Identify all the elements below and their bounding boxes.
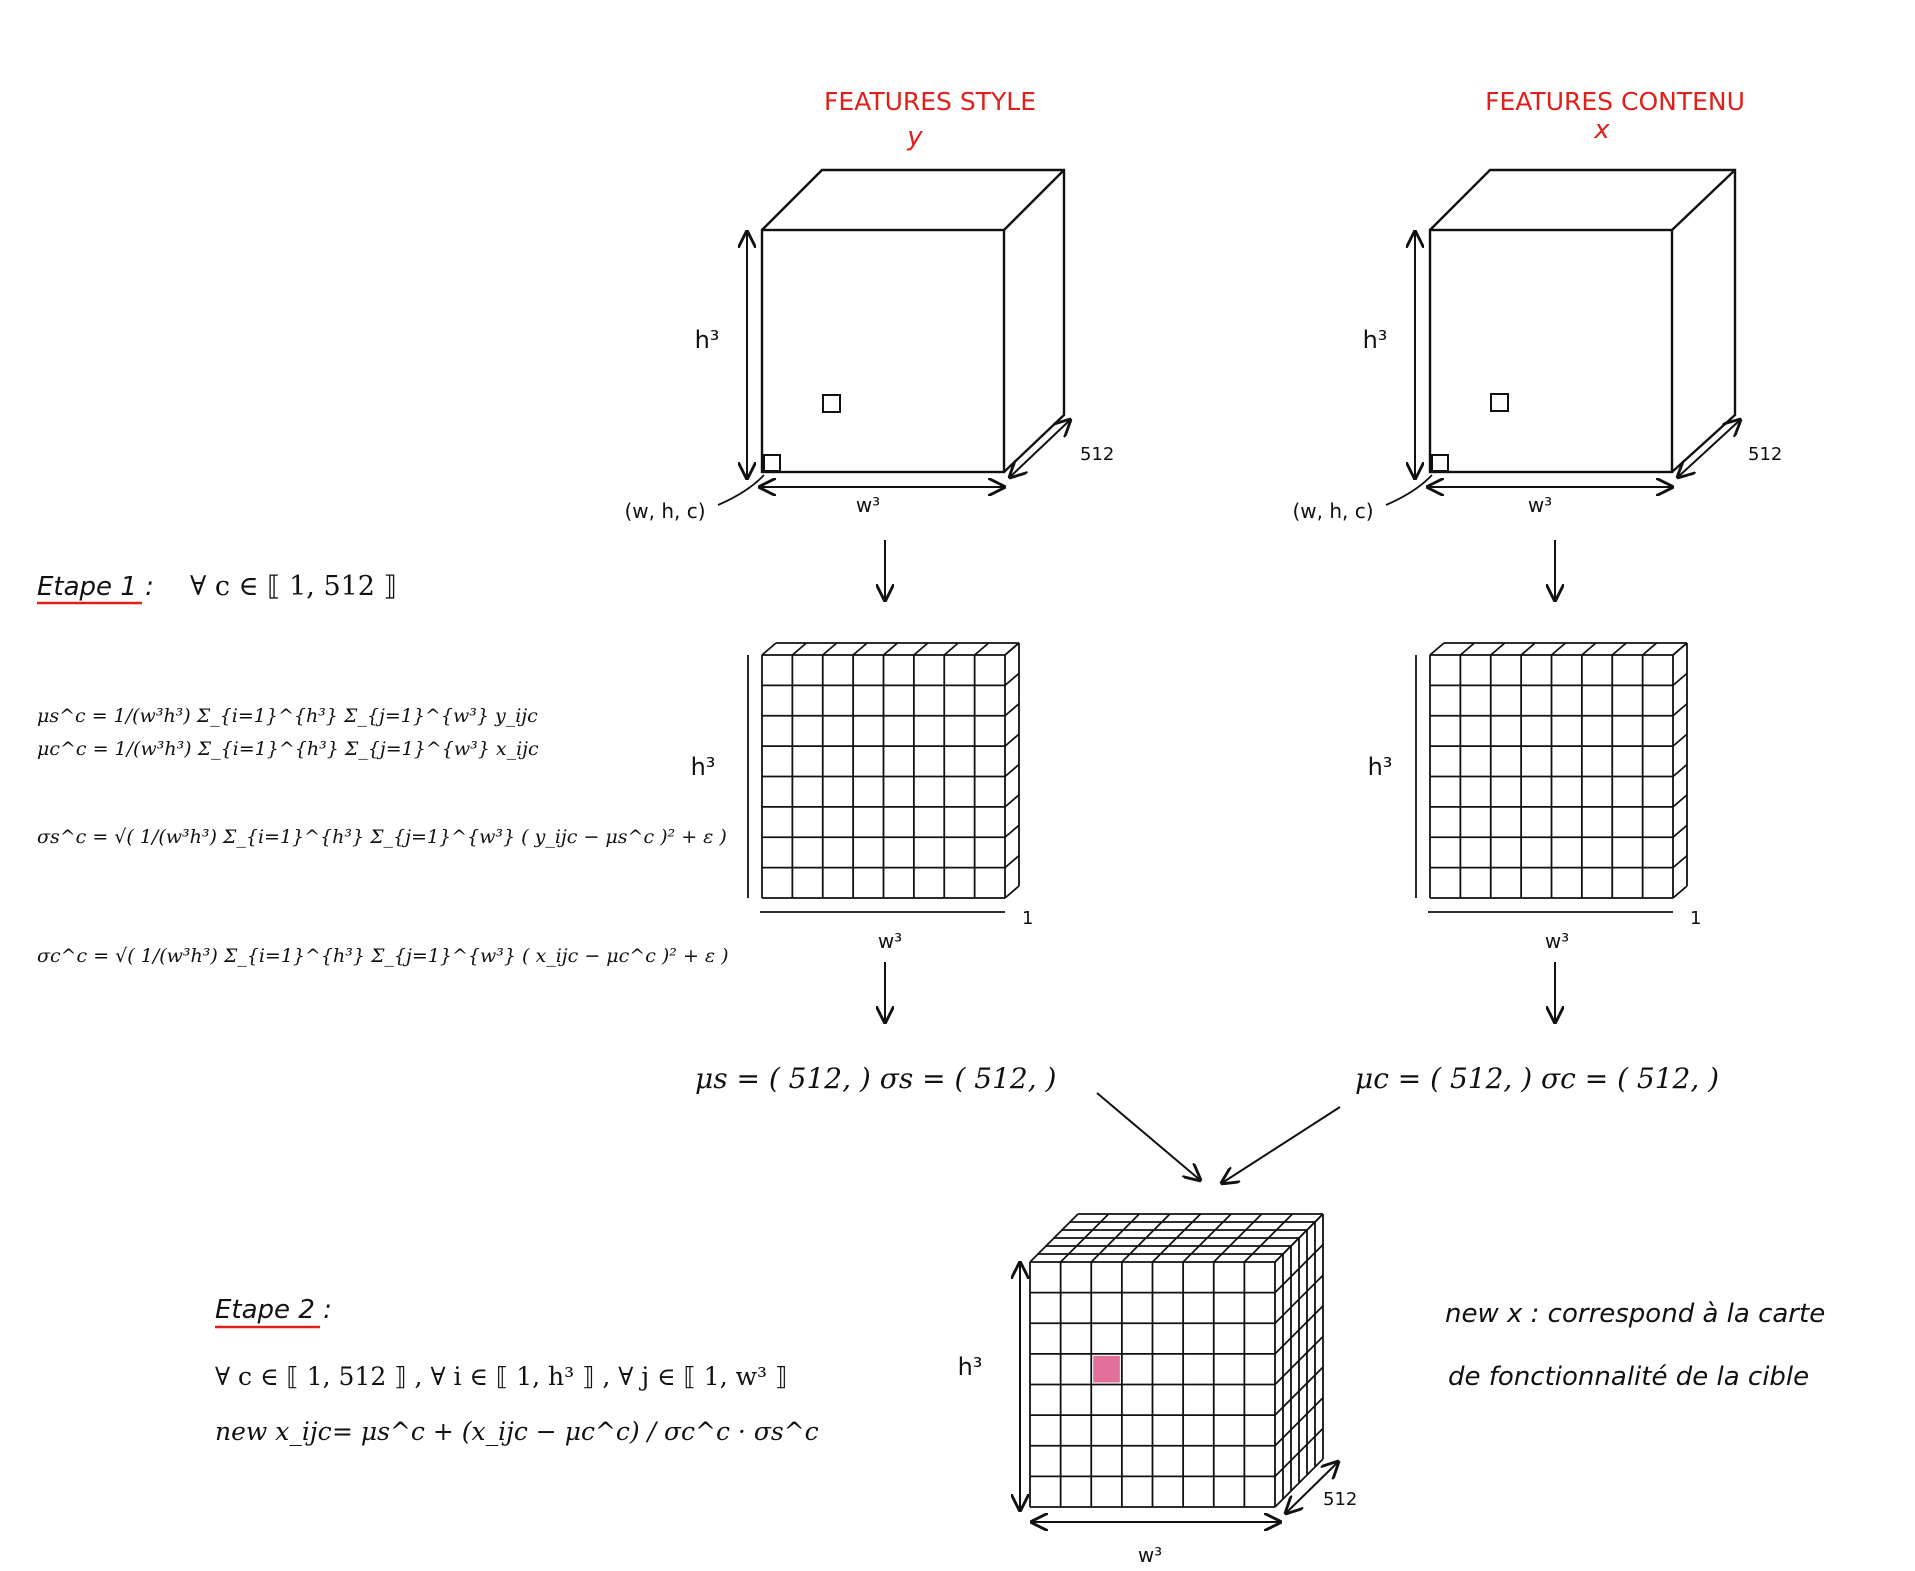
style-grid-depth-label: 1 (1022, 908, 1033, 929)
content-grid-depth-label: 1 (1690, 908, 1701, 929)
content-cube-width-label: w³ (1528, 493, 1552, 517)
content-features-title: FEATURES CONTENU (1485, 87, 1745, 116)
style-cube-depth-label: 512 (1080, 444, 1114, 465)
content-depth-arrow (1678, 420, 1740, 477)
style-coord-label: (w, h, c) (624, 499, 705, 523)
style-coord-pointer (717, 474, 765, 506)
style-grid-height-label: h³ (691, 753, 716, 781)
mu-c-formula: μc^c = 1/(w³h³) Σ_{i=1}^{h³} Σ_{j=1}^{w³… (37, 738, 539, 760)
mu-s-formula: μs^c = 1/(w³h³) Σ_{i=1}^{h³} Σ_{j=1}^{w³… (37, 705, 538, 727)
content-coord-label: (w, h, c) (1292, 499, 1373, 523)
highlighted-cell (1093, 1355, 1120, 1383)
etape2-quantifier: ∀ c ∈ ⟦ 1, 512 ⟧ , ∀ i ∈ ⟦ 1, h³ ⟧ , ∀ j… (215, 1362, 787, 1391)
sigma-c-formula: σc^c = √( 1/(w³h³) Σ_{i=1}^{h³} Σ_{j=1}^… (37, 945, 729, 967)
etape2-title: Etape 2 : (215, 1295, 332, 1325)
content-to-output-arrow (1222, 1106, 1341, 1183)
note-line-2: de fonctionnalité de la cible (1448, 1362, 1809, 1392)
content-coord-pointer (1385, 474, 1433, 506)
content-feature-cube (1428, 168, 1737, 474)
style-features-title: FEATURES STYLE (824, 87, 1036, 116)
etape1-quantifier: ∀ c ∈ ⟦ 1, 512 ⟧ (190, 571, 397, 602)
style-grid-slice (747, 642, 1020, 913)
content-grid-height-label: h³ (1368, 753, 1393, 781)
output-feature-cube (1029, 1213, 1324, 1508)
new-x-label: new x_ijc (215, 1417, 332, 1446)
style-to-output-arrow (1096, 1092, 1200, 1180)
note-line-1: new x : correspond à la carte (1445, 1299, 1825, 1329)
style-depth-arrow (1010, 420, 1070, 477)
output-width-label: w³ (1138, 1543, 1162, 1567)
sigma-s-formula: σs^c = √( 1/(w³h³) Σ_{i=1}^{h³} Σ_{j=1}^… (37, 826, 727, 848)
etape1-title: Etape 1 : (37, 572, 154, 602)
style-cube-height-label: h³ (695, 326, 720, 354)
content-grid-slice (1415, 642, 1688, 913)
output-depth-arrow (1286, 1462, 1338, 1513)
output-depth-label: 512 (1323, 1489, 1357, 1510)
content-stats: μc = ( 512, ) σc = ( 512, ) (1355, 1062, 1719, 1095)
style-stats: μs = ( 512, ) σs = ( 512, ) (695, 1062, 1056, 1095)
content-features-var: x (1593, 115, 1610, 145)
content-grid-width-label: w³ (1545, 929, 1569, 953)
content-cube-depth-label: 512 (1748, 444, 1782, 465)
style-cube-width-label: w³ (856, 493, 880, 517)
content-cube-height-label: h³ (1363, 326, 1388, 354)
output-height-label: h³ (958, 1353, 983, 1381)
etape2-formula: = μs^c + (x_ijc − μc^c) / σc^c · σs^c (332, 1417, 819, 1446)
style-feature-cube (760, 168, 1066, 474)
style-features-var: y (906, 122, 923, 152)
style-grid-width-label: w³ (878, 929, 902, 953)
